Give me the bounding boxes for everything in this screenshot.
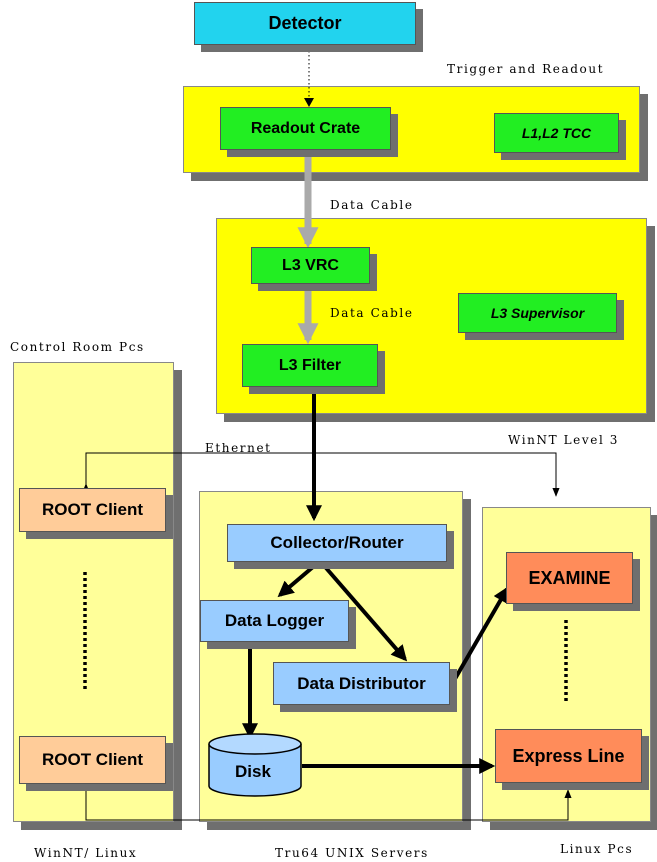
root-client-bottom-node: ROOT Client: [19, 736, 166, 784]
examine-node: EXAMINE: [506, 552, 633, 604]
disk-cylinder: [208, 733, 302, 797]
l3-vrc-node: L3 VRC: [251, 247, 370, 284]
winnt-level3-label: WinNT Level 3: [508, 433, 620, 447]
ethernet-bottom: [82, 781, 572, 821]
winnt-linux-label: WinNT/ Linux: [34, 846, 138, 860]
collector-to-logger: [277, 559, 322, 598]
control-room-label: Control Room Pcs: [10, 340, 145, 354]
disk-label: Disk: [235, 762, 271, 781]
l3-filter-node: L3 Filter: [242, 344, 378, 387]
collector-router-node: Collector/Router: [227, 524, 447, 562]
detector-node: Detector: [194, 2, 416, 45]
tru64-servers-label: Tru64 UNIX Servers: [275, 846, 429, 860]
l1l2-tcc-node: L1,L2 TCC: [494, 113, 619, 153]
data-distributor-node: Data Distributor: [273, 662, 450, 705]
data-cable-label-2: Data Cable: [330, 306, 414, 320]
collector-to-distributor: [318, 559, 408, 662]
trigger-readout-label: Trigger and Readout: [447, 62, 605, 76]
detector-link-arrowhead: [304, 98, 314, 107]
ethernet-label: Ethernet: [205, 441, 272, 455]
readout-crate-node: Readout Crate: [220, 107, 391, 150]
express-line-node: Express Line: [495, 729, 642, 783]
ethernet-top: [82, 452, 560, 497]
l3-supervisor-node: L3 Supervisor: [458, 293, 617, 333]
data-logger-node: Data Logger: [200, 600, 349, 642]
data-cable-label-1: Data Cable: [330, 198, 414, 212]
linux-pcs-label: Linux Pcs: [560, 842, 634, 856]
distributor-to-examine: [450, 586, 509, 686]
root-client-top-node: ROOT Client: [19, 488, 166, 532]
